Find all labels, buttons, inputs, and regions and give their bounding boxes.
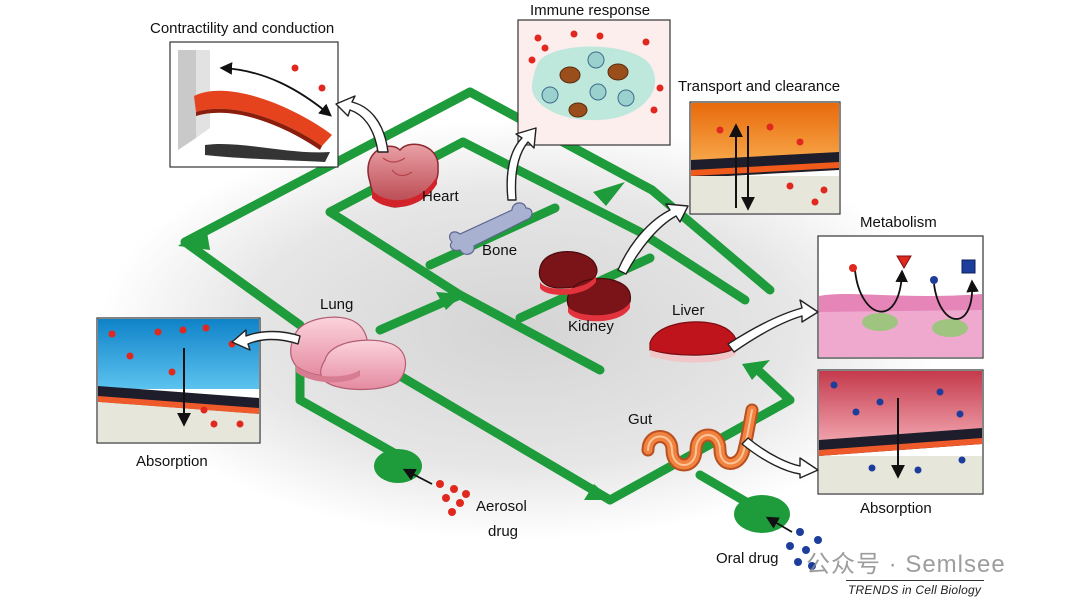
kidney-label: Kidney [568,318,614,335]
liver-label: Liver [672,302,705,319]
gut-label: Gut [628,411,653,428]
journal-footer: TRENDS in Cell Biology [848,583,982,597]
liver-organ [649,321,737,363]
lung-to-absorption-arrow [231,329,301,351]
flow-arrows [178,182,770,500]
flow-lung-to-gut [385,365,615,505]
connector-arrows [231,95,819,479]
gut-absorption-label: Absorption [860,500,932,517]
transport-clearance-label: Transport and clearance [678,78,841,95]
flow-inner-right [458,137,750,305]
bone-label: Bone [482,242,518,259]
watermark: 公众号 · Semlsee [806,551,1006,578]
oral-input-arrow [765,516,793,533]
flow-arrowhead [742,360,770,380]
kidney-organ [538,251,631,322]
metabolism-label: Metabolism [860,214,937,231]
metabolism-panel [817,235,984,359]
immune-response-label: Immune response [530,2,651,19]
heart-label: Heart [422,188,459,205]
flow-arrowhead [178,226,210,250]
flow-arrowhead [584,484,612,500]
lung-absorption-panel [96,317,261,444]
lung-absorption-label: Absorption [136,453,208,470]
oral-port [734,495,790,533]
aerosol-drug-label-line2: drug [488,523,519,540]
aerosol-input-arrow [402,468,433,485]
flow-gut-right [605,367,795,505]
aerosol-drug-particles [436,480,470,516]
oral-drug-label: Oral drug [716,550,779,567]
oral-drug-particles [786,528,822,570]
footer-rule [846,580,984,581]
lung-organ [290,316,407,391]
flow-arrowhead [593,182,625,206]
immune-panel [517,19,671,146]
heart-organ [367,143,439,208]
transport-panel [689,101,841,215]
heart-to-contractility-arrow [335,95,389,153]
lung-label: Lung [320,296,354,313]
gut-to-absorption-arrow [741,437,819,479]
liver-to-metabolism-arrow [727,299,819,353]
bone-to-immune-arrow [506,127,537,201]
contractility-label: Contractility and conduction [150,20,335,37]
bone-organ [448,202,533,255]
aerosol-port [374,449,422,483]
kidney-to-transport-arrow [617,203,689,275]
flow-arrowhead [436,292,463,310]
gut-absorption-panel [817,369,984,495]
contractility-panel [169,41,339,168]
aerosol-drug-label-line1: Aerosol [476,498,527,515]
